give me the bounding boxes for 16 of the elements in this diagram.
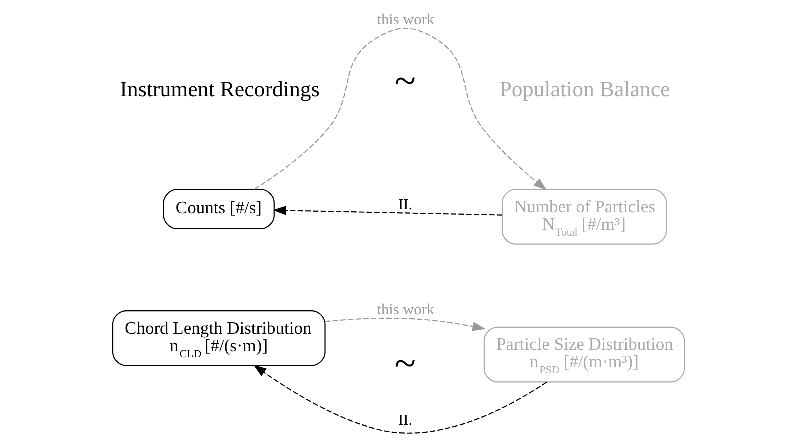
label: ~ — [394, 59, 416, 104]
arrow — [272, 206, 502, 216]
edge-label: II. — [398, 196, 412, 214]
arrow — [253, 364, 547, 434]
label: Instrument Recordings — [120, 78, 320, 102]
label: Population Balance — [499, 78, 670, 102]
node-box: Number of Particles N$_{Total}$ [#/m³] — [501, 189, 667, 245]
edge-label: this work — [376, 302, 434, 319]
node-box: Particle Size Distribution n$_{PSD}$ [#/(m·m³)] — [483, 326, 685, 383]
arrow — [324, 318, 486, 332]
node-box: Counts [#/s] — [162, 189, 274, 230]
edge-label: this work — [376, 12, 434, 29]
arrow — [254, 28, 546, 190]
label: ~ — [394, 341, 416, 386]
edge-label: II. — [398, 412, 412, 430]
node-box: Chord Length Distribution n$_{CLD}$ [#/(s·m)] — [112, 310, 326, 366]
